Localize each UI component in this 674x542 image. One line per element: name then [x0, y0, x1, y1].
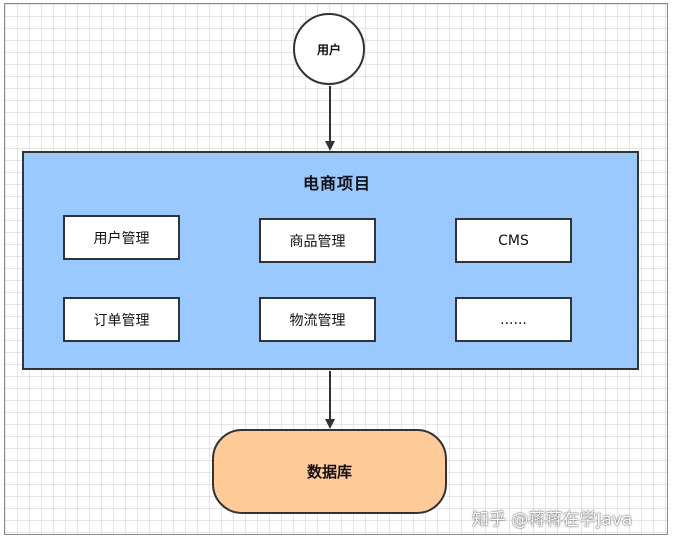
module-product-management: 商品管理 [259, 218, 376, 263]
module-label: 用户管理 [93, 230, 150, 247]
module-cms: CMS [455, 218, 572, 263]
database-label: 数据库 [306, 463, 352, 481]
watermark: 知乎 @蒋蒋在学Java [472, 510, 633, 530]
user-label: 用户 [316, 42, 341, 57]
database-node: 数据库 [212, 429, 447, 514]
module-label: 订单管理 [93, 312, 150, 329]
module-logistics-management: 物流管理 [259, 297, 376, 342]
module-label: 物流管理 [289, 312, 346, 329]
project-title: 电商项目 [302, 174, 371, 193]
module-user-management: 用户管理 [63, 215, 180, 260]
module-label: 商品管理 [289, 233, 346, 250]
module-label: CMS [498, 232, 529, 249]
module-more: ...... [455, 297, 572, 342]
module-label: ...... [500, 311, 527, 328]
user-node: 用户 [293, 13, 365, 85]
module-order-management: 订单管理 [63, 297, 180, 342]
